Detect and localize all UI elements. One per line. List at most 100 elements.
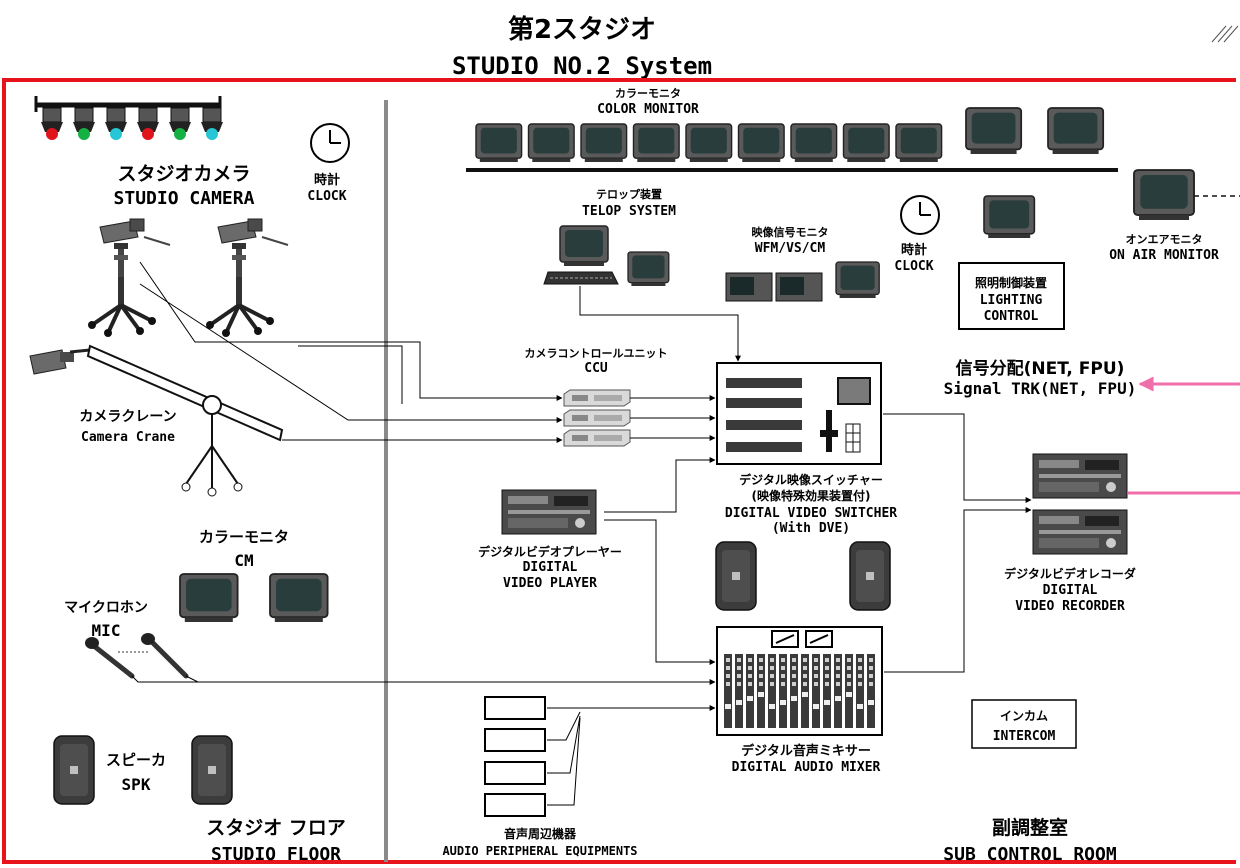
audio-mixer-label-jp: デジタル音声ミキサー — [741, 743, 871, 759]
lighting-control-label-en-2: CONTROL — [984, 309, 1039, 324]
speaker-label-jp: スピーカ — [106, 751, 166, 769]
color-monitor — [790, 123, 838, 163]
color-monitor — [842, 123, 890, 163]
lighting-monitor — [983, 195, 1036, 239]
color-monitor — [475, 123, 523, 163]
floor-monitor-label-jp: カラーモニタ — [199, 528, 289, 546]
stage-light-icon — [104, 107, 128, 140]
control-room-speaker-1 — [715, 541, 757, 611]
audio-mixer-label-en: DIGITAL AUDIO MIXER — [732, 760, 881, 775]
color-monitor — [632, 123, 680, 163]
clock-label-en: CLOCK — [307, 189, 346, 204]
studio-camera-2 — [204, 217, 290, 339]
recorder-label-en-2: VIDEO RECORDER — [1015, 599, 1125, 614]
studio-camera-1 — [86, 217, 172, 339]
mic-label-en: MIC — [92, 621, 121, 640]
mixer-channel-strip — [801, 654, 809, 728]
mic-label-jp: マイクロホン — [64, 600, 148, 616]
studio-floor-label-jp: スタジオ フロア — [206, 817, 346, 839]
color-monitor — [895, 123, 943, 163]
on-air-monitor — [1133, 169, 1195, 221]
color-monitor-large-2 — [1047, 107, 1105, 155]
intercom-label-en: INTERCOM — [993, 729, 1056, 744]
player-label-jp: デジタルビデオプレーヤー — [478, 544, 622, 559]
recorder-label-en-1: DIGITAL — [1043, 583, 1098, 598]
lighting-rig — [34, 96, 224, 140]
clock-icon — [310, 123, 350, 163]
telop-label-en: TELOP SYSTEM — [582, 204, 676, 219]
digital-video-recorder-1 — [1032, 453, 1128, 499]
connection-lines — [131, 261, 1032, 806]
lighting-control-label-jp: 照明制御装置 — [975, 275, 1047, 290]
mixer-channel-strip — [856, 654, 864, 728]
color-monitor — [580, 123, 628, 163]
signal-trk-label-jp: 信号分配(NET, FPU) — [956, 358, 1125, 379]
digital-audio-mixer — [716, 626, 883, 736]
color-monitor — [737, 123, 785, 163]
floor-monitor-label-en: CM — [234, 551, 253, 570]
speaker-label-en: SPK — [122, 775, 151, 794]
mixer-channel-strip — [867, 654, 875, 728]
corner-hatch-mark — [1211, 25, 1239, 43]
mixer-channel-strip — [757, 654, 765, 728]
control-room-clock-icon — [900, 195, 940, 235]
stage-light-icon — [136, 107, 160, 140]
studio-camera-label-jp: スタジオカメラ — [117, 163, 250, 185]
title-english: STUDIO NO.2 System — [452, 52, 712, 80]
mixer-channel-strip — [834, 654, 842, 728]
lighting-control-box — [958, 262, 1065, 330]
mixer-channel-strip — [845, 654, 853, 728]
waveform-monitors — [725, 261, 880, 302]
color-monitor-label-jp: カラーモニタ — [615, 87, 681, 100]
stage-light-icon — [72, 107, 96, 140]
wfm-label-en: WFM/VS/CM — [755, 241, 826, 256]
camera-control-unit-2 — [563, 409, 631, 427]
studio-frame — [2, 78, 1236, 864]
floor-color-monitor-1 — [179, 573, 239, 623]
intercom-label-jp: インカム — [1000, 709, 1048, 723]
color-monitor-large-1 — [965, 107, 1023, 155]
mixer-channel-strip — [812, 654, 820, 728]
title-japanese: 第2スタジオ — [508, 14, 656, 45]
switcher-label-en-2: (With DVE) — [772, 521, 850, 536]
control-room-clock-label-en: CLOCK — [894, 259, 933, 274]
stage-light-icon — [168, 107, 192, 140]
studio-camera-label-en: STUDIO CAMERA — [114, 188, 255, 209]
camera-crane-label-jp: カメラクレーン — [79, 409, 176, 425]
on-air-monitor-label-en: ON AIR MONITOR — [1109, 248, 1219, 263]
switcher-label-jp-2: (映像特殊効果装置付) — [752, 488, 871, 503]
camera-crane — [29, 344, 284, 497]
stage-light-icon — [200, 107, 224, 140]
camera-control-unit-3 — [563, 429, 631, 447]
studio-speaker-1 — [53, 735, 95, 805]
color-monitor-label-en: COLOR MONITOR — [597, 102, 699, 117]
microphone-1 — [85, 637, 135, 679]
digital-video-switcher — [716, 362, 882, 465]
stage-light-icon — [40, 107, 64, 140]
mixer-channel-strip — [823, 654, 831, 728]
digital-video-recorder-2 — [1032, 509, 1128, 555]
color-monitor — [685, 123, 733, 163]
control-room-clock-label-jp: 時計 — [901, 242, 927, 258]
control-room-speaker-2 — [849, 541, 891, 611]
audio-peripheral-label-en: AUDIO PERIPHERAL EQUIPMENTS — [442, 844, 637, 858]
intercom-box — [971, 699, 1077, 749]
ccu-label-en: CCU — [584, 361, 608, 376]
audio-peripheral-label-jp: 音声周辺機器 — [504, 826, 577, 841]
camera-crane-label-en: Camera Crane — [81, 430, 175, 445]
signal-trk-label-en: Signal TRK(NET, FPU) — [944, 379, 1137, 398]
switcher-label-en-1: DIGITAL VIDEO SWITCHER — [725, 506, 897, 521]
sub-control-room-label-en: SUB CONTROL ROOM — [943, 844, 1117, 865]
mixer-channel-strip — [790, 654, 798, 728]
mixer-channel-strip — [735, 654, 743, 728]
floor-color-monitor-2 — [269, 573, 329, 623]
camera-control-unit-1 — [563, 389, 631, 407]
telop-system — [543, 225, 670, 287]
studio-speaker-2 — [191, 735, 233, 805]
studio-floor-label-en: STUDIO FLOOR — [211, 844, 341, 865]
color-monitor-wall — [475, 123, 943, 163]
sub-control-room-label-jp: 副調整室 — [992, 816, 1068, 839]
player-label-en-1: DIGITAL — [523, 560, 578, 575]
clock-label-jp: 時計 — [314, 172, 340, 188]
